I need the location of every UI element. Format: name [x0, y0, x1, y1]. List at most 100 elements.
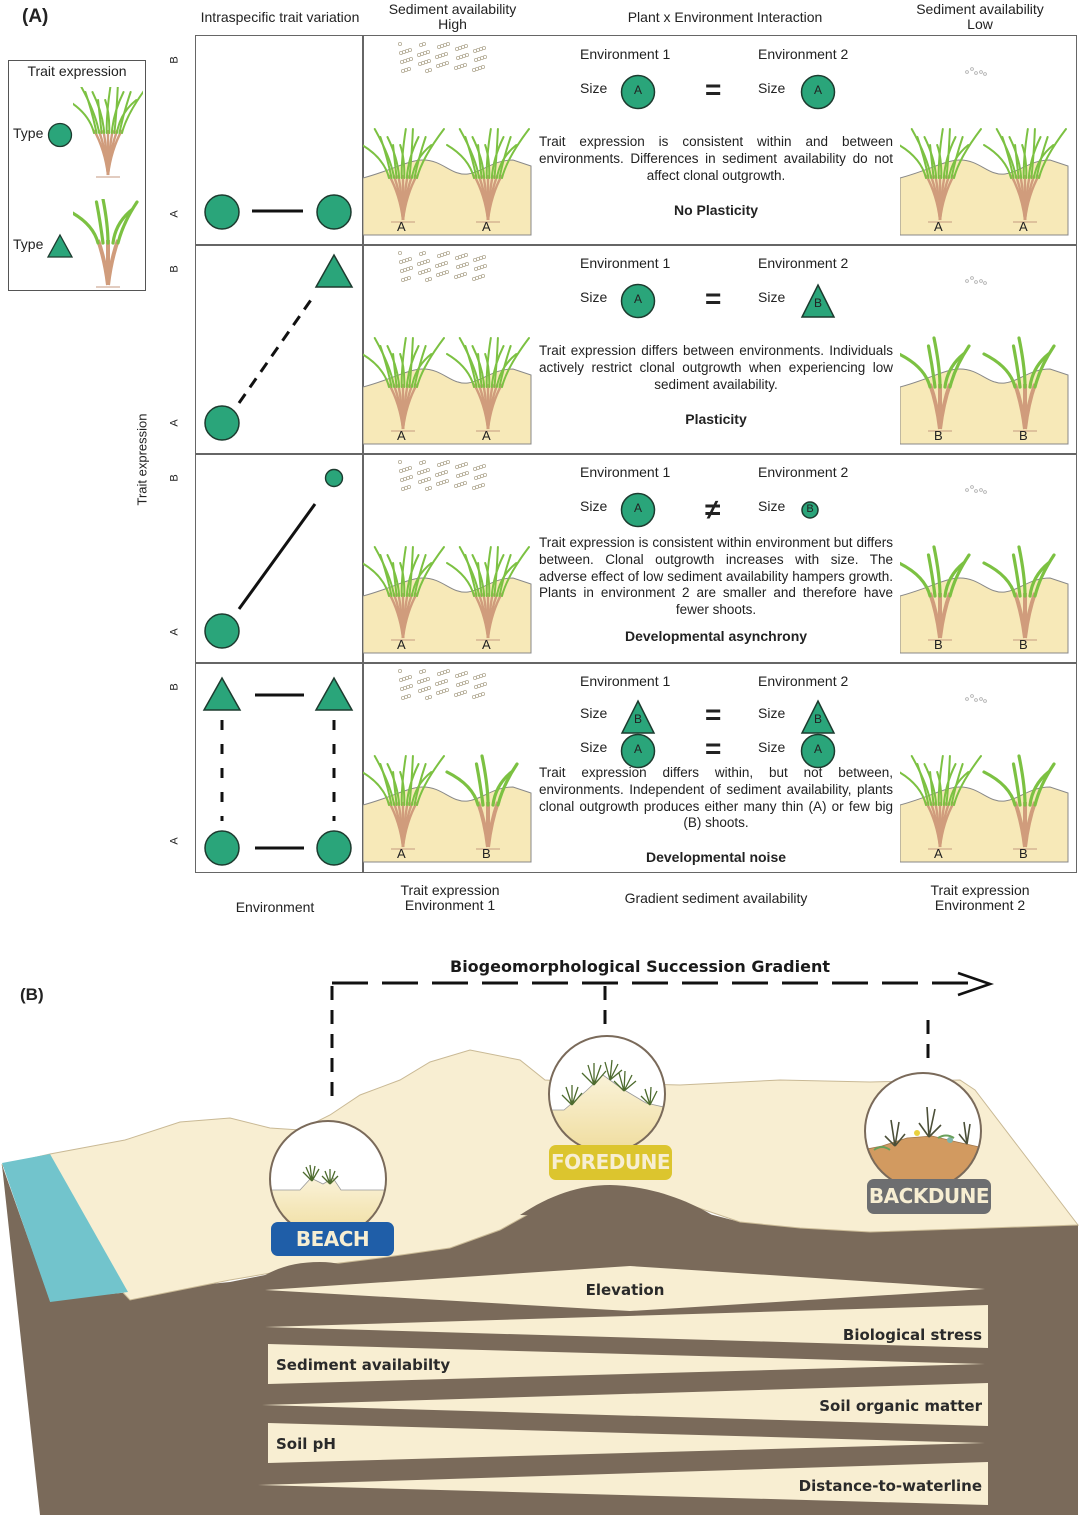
row-verdict: Plasticity [685, 411, 747, 427]
row3-env1-circle [204, 613, 240, 649]
row2-dashed-line [237, 296, 315, 404]
footer-trait-env1: Trait expression Environment 1 [365, 883, 535, 913]
size-letter: A [633, 501, 642, 515]
row1-axis-a: A [168, 210, 181, 218]
foredune-grass-icon [561, 1059, 658, 1106]
size-label: Size [580, 498, 608, 514]
footer-gradient-sediment: Gradient sediment availability [624, 890, 808, 906]
sand-scene-env2 [900, 545, 1069, 654]
zone-badge-beach: BEACH [271, 1222, 394, 1256]
row2-env2-triangle [314, 253, 354, 288]
footer-trait-env1-line2: Environment 1 [404, 897, 496, 913]
row4-variation-plot [202, 676, 354, 866]
grid-divider-row1 [195, 244, 1077, 246]
plant-label-env2: A [1019, 219, 1028, 234]
legend-circle-icon [47, 122, 73, 148]
legend-type-circle-label: Type [13, 125, 44, 141]
sediment-high-particles-icon [398, 669, 488, 700]
backdune-vegetation-icon [884, 1106, 971, 1147]
legend-plant-many-shoots-icon [73, 87, 143, 178]
size-label: Size [580, 80, 608, 96]
succession-gradient-title: Biogeomorphological Succession Gradient [450, 957, 830, 976]
legend-triangle-icon [46, 233, 74, 258]
gradient-label-soil-ph: Soil pH [276, 1435, 336, 1453]
plant-label-env1: A [397, 846, 406, 861]
panel-b-label: (B) [20, 985, 44, 1004]
backdune-inset-circle [864, 1072, 982, 1190]
size-letter: A [633, 742, 642, 756]
footer-trait-env1-line1: Trait expression [400, 882, 500, 898]
size-circle-icon [800, 74, 836, 110]
size-letter: A [813, 742, 822, 756]
env2-heading: Environment 2 [758, 673, 849, 689]
row3-variation-plot [204, 468, 344, 649]
comparison-operator: = [705, 733, 722, 764]
env1-heading: Environment 1 [580, 46, 671, 62]
header-sediment-high: Sediment availability High [370, 2, 535, 32]
header-sediment-low-line1: Sediment availability [916, 1, 1044, 17]
row3-axis-b: B [168, 474, 181, 482]
sediment-high-particles-icon [398, 251, 488, 282]
row1-variation-plot [204, 194, 352, 230]
comparison-operator: = [705, 283, 722, 314]
footer-environment: Environment [235, 899, 315, 915]
size-letter: A [633, 292, 642, 306]
sand-scene-env1 [363, 546, 532, 654]
plant-label-env2: B [1019, 846, 1028, 861]
plant-label-env1: A [397, 637, 406, 652]
size-circle-icon [620, 733, 656, 769]
sediment-low-particles-icon [965, 485, 987, 494]
env1-heading: Environment 1 [580, 464, 671, 480]
size-label: Size [758, 705, 786, 721]
size-label: Size [758, 739, 786, 755]
legend-title: Trait expression [27, 63, 127, 79]
sediment-low-particles-icon [965, 67, 987, 76]
row-description: Trait expression is consistent within an… [539, 134, 893, 183]
size-circle-icon [620, 283, 656, 319]
row-verdict: Developmental noise [645, 849, 787, 865]
header-sediment-high-line2: High [438, 16, 467, 32]
env2-heading: Environment 2 [758, 464, 849, 480]
row3-solid-line [237, 503, 317, 610]
footer-trait-env2: Trait expression Environment 2 [895, 883, 1065, 913]
row2-env1-circle [204, 405, 240, 441]
sediment-high-particles-icon [398, 42, 488, 73]
row-description: Trait expression differs between environ… [539, 343, 893, 392]
grid-divider-row2 [195, 453, 1077, 455]
env2-heading: Environment 2 [758, 46, 849, 62]
gradient-label-elevation: Elevation [585, 1281, 665, 1299]
gradient-label-distance: Distance-to-waterline [798, 1477, 982, 1495]
distance-wedge [258, 1462, 988, 1505]
row4-env2-triangle [314, 676, 354, 711]
elevation-diamond [265, 1266, 985, 1311]
arrow-head-icon [957, 971, 994, 997]
size-circle-icon [620, 492, 656, 528]
grid-divider-row3 [195, 662, 1077, 664]
row4-env2-circle [316, 830, 352, 866]
env2-heading: Environment 2 [758, 255, 849, 271]
header-sediment-low-line2: Low [967, 16, 993, 32]
plant-label-env1: A [397, 219, 406, 234]
soil-organic-wedge [262, 1383, 988, 1426]
succession-arrow [330, 971, 994, 1102]
comparison-operator: ≠ [705, 494, 721, 525]
size-small-circle-icon [801, 501, 819, 519]
footer-trait-env2-line1: Trait expression [930, 882, 1030, 898]
plant-label-env1: A [482, 219, 491, 234]
row3-axis-a: A [168, 628, 181, 636]
row1-env2-circle [316, 194, 352, 230]
comparison-operator: = [705, 74, 722, 105]
plant-label-env2: B [1019, 428, 1028, 443]
sediment-wedge [268, 1344, 985, 1384]
row2-axis-b: B [168, 265, 181, 273]
size-letter: B [813, 712, 822, 726]
comparison-operator: = [705, 699, 722, 730]
panel-a-label: (A) [22, 6, 49, 27]
size-circle-icon [800, 733, 836, 769]
sand-scene-env1 [363, 337, 532, 445]
footer-trait-env2-line2: Environment 2 [934, 897, 1026, 913]
